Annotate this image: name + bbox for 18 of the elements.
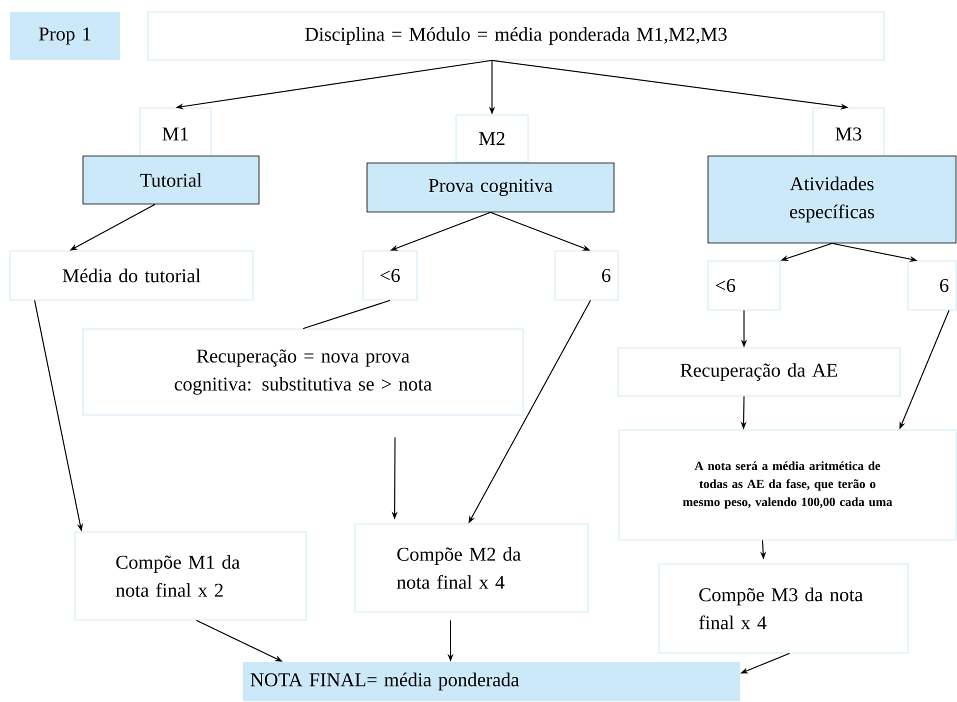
text-box: 6 <box>554 250 618 300</box>
text-box: <6 <box>362 250 418 300</box>
text-box: Média do tutorial <box>10 250 254 300</box>
text-box: Recuperação = nova prova cognitiva: substitutiva se > nota <box>82 328 524 416</box>
result-box: NOTA FINAL= média ponderada <box>243 662 740 701</box>
text-box: M2 <box>456 114 528 162</box>
text-box: Compõe M3 da nota final x 4 <box>658 564 908 654</box>
text-box: Recuperação da AE <box>618 348 900 396</box>
text-box: Compõe M1 da nota final x 2 <box>74 532 306 620</box>
tag-label: Prop 1 <box>10 12 120 60</box>
text-box: A nota será a média aritmética de todas as AE da fase, que terão o mesmo peso, valendo 100,00 cada uma <box>618 430 956 540</box>
text-box: Compõe M2 da nota final x 4 <box>354 524 588 612</box>
text-box: Disciplina = Módulo = média ponderada M1,M2,M3 <box>148 12 884 60</box>
process-box: Prova cognitiva <box>366 162 614 212</box>
process-box: Atividades específicas <box>708 156 956 244</box>
text-box: <6 <box>708 260 780 310</box>
text-box: 6 <box>908 260 956 310</box>
process-box: Tutorial <box>82 156 260 204</box>
